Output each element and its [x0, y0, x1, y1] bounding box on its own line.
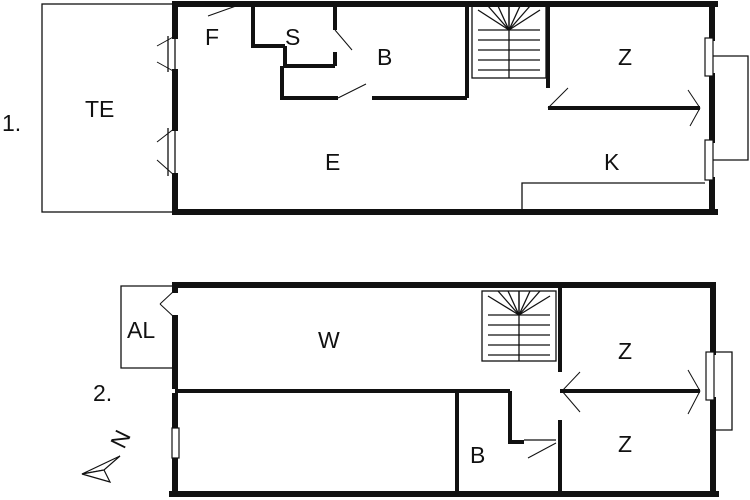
room-label-al: AL	[127, 317, 155, 343]
room-label-bath: B	[470, 442, 485, 468]
stairs-floor-1	[471, 5, 547, 79]
al-outline	[120, 285, 172, 369]
room-label-bedroom-bottom: Z	[618, 431, 632, 457]
room-label-living: E	[325, 149, 340, 175]
room-label-s: S	[285, 24, 300, 50]
floor-2: 2. AL W Z Z B N	[81, 282, 733, 497]
room-label-kitchen: K	[604, 149, 620, 175]
room-label-bedroom-top: Z	[618, 338, 632, 364]
room-label-f: F	[205, 24, 219, 50]
room-label-living: W	[318, 327, 340, 353]
room-label-bedroom: Z	[618, 44, 632, 70]
compass-arrow-icon: N	[81, 426, 136, 483]
floor-1-number: 1.	[2, 110, 21, 136]
room-label-bath: B	[377, 44, 392, 70]
floor-2-number: 2.	[93, 380, 112, 406]
stairs-floor-2	[481, 290, 557, 362]
room-label-terrace: TE	[85, 96, 114, 122]
floor-1: 1. TE F S B Z E K	[2, 1, 749, 215]
compass-label: N	[105, 426, 136, 452]
